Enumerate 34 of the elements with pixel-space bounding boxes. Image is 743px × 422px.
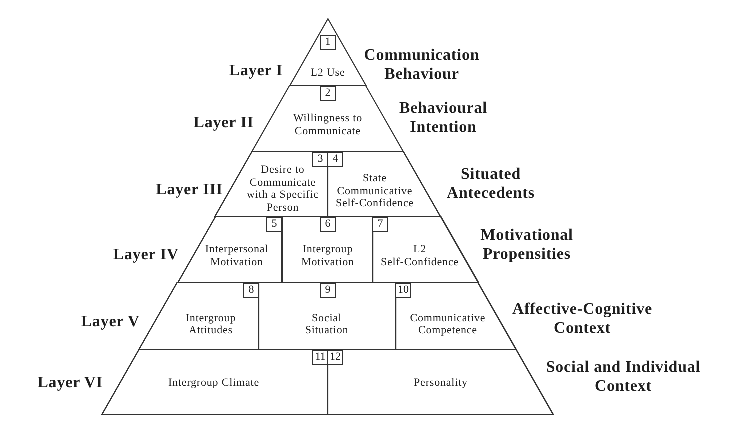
- segment-label: Intergroup Climate: [168, 376, 260, 389]
- layer-title: Social and Individual Context: [546, 358, 701, 394]
- callout-number: 4: [327, 152, 344, 166]
- callout-number: 2: [320, 86, 336, 100]
- callout-number: 7: [372, 216, 388, 232]
- segment-label: Willingness to Communicate: [293, 112, 362, 137]
- callout-number: 5: [266, 216, 282, 232]
- segment-label: Communicative Competence: [410, 312, 486, 336]
- segment-label: Personality: [414, 376, 468, 389]
- segment-label: State Communicative Self-Confidence: [336, 172, 414, 210]
- segment-label: Social Situation: [305, 312, 349, 336]
- layer-title: Situated Antecedents: [447, 166, 535, 202]
- segment-label: Intergroup Attitudes: [186, 312, 236, 336]
- layer-title: Behavioural Intention: [400, 100, 488, 136]
- segment-label: L2 Use: [310, 66, 346, 79]
- callout-number: 10: [395, 282, 412, 298]
- segment-label: L2 Self-Confidence: [380, 244, 460, 268]
- callout-number: 1: [320, 34, 336, 50]
- segment-label: Desire to Communicate with a Specific Person: [246, 164, 319, 214]
- callout-number: 6: [320, 216, 336, 232]
- layer-title: Communication Behaviour: [364, 47, 480, 83]
- layer-label: Layer V: [81, 312, 140, 332]
- layer-label: Layer I: [229, 62, 283, 80]
- layer-title: Affective-Cognitive Context: [512, 300, 652, 336]
- callout-number: 12: [327, 350, 344, 364]
- callout-number: 9: [320, 282, 336, 298]
- segment-label: Interpersonal Motivation: [205, 244, 269, 268]
- layer-label: Layer IV: [113, 246, 179, 264]
- layer-label: Layer II: [194, 114, 254, 132]
- layer-label: Layer III: [156, 180, 223, 200]
- segment-label: Intergroup Motivation: [302, 244, 354, 268]
- layer-title: Motivational Propensities: [480, 226, 574, 262]
- callout-number: 8: [243, 282, 260, 298]
- layer-label: Layer VI: [38, 374, 103, 392]
